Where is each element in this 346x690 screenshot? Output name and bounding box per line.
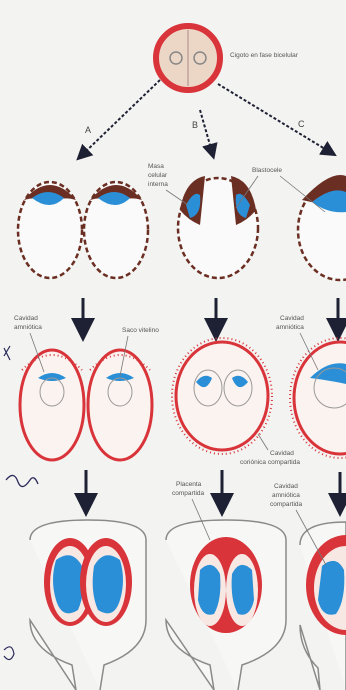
blastocyst-c — [298, 175, 346, 280]
inner-cell-mass-label-3: interna — [148, 181, 168, 188]
placenta-shared-label-2: compartida — [172, 490, 205, 497]
letter-c: C — [298, 119, 305, 129]
dashed-arrow-b — [200, 110, 212, 152]
twins-a-right — [80, 538, 132, 626]
amniotic-shared-label-2: amniótica — [272, 492, 300, 499]
amniotic-shared-label-1: Cavidad — [274, 483, 298, 490]
blastocyst-b — [178, 176, 258, 278]
dashed-arrow-a — [82, 80, 160, 155]
embryo-c-stage3 — [290, 338, 346, 458]
letter-b: B — [192, 120, 198, 130]
margin-mark-3 — [4, 647, 14, 660]
inner-cell-mass-label-2: celular — [148, 172, 168, 179]
embryo-a-left-stage3 — [20, 350, 84, 460]
amniotic-cavity-c-label-1: Cavidad — [280, 315, 304, 322]
amniotic-cavity-c-label-2: amniótica — [276, 324, 304, 331]
margin-mark-2 — [6, 475, 38, 486]
embryo-a-right-stage3 — [88, 350, 152, 460]
blastocyst-a-left — [18, 182, 82, 278]
embryo-b-stage3 — [172, 338, 272, 454]
twins-b — [190, 537, 262, 633]
chorionic-shared-label-1: Cavidad — [270, 450, 294, 457]
blastocoel-label: Blastocele — [252, 167, 282, 174]
blastocyst-a-right — [84, 182, 148, 278]
chorionic-shared-label-2: coriónica compartida — [240, 459, 300, 466]
amniotic-shared-label-3: compartida — [270, 501, 303, 508]
yolk-sac-label: Saco vitelino — [122, 327, 159, 334]
placenta-shared-label-1: Placenta — [176, 481, 202, 488]
zygote-label: Cigoto en fase bicelular — [230, 52, 299, 59]
amniotic-cavity-label-1: Cavidad — [14, 315, 38, 322]
inner-cell-mass-label-1: Masa — [148, 163, 164, 170]
margin-mark-1 — [4, 346, 10, 360]
amniotic-cavity-label-2: amniótica — [14, 324, 42, 331]
zygote — [156, 26, 220, 90]
letter-a: A — [85, 125, 91, 135]
dashed-arrow-c — [218, 84, 330, 152]
